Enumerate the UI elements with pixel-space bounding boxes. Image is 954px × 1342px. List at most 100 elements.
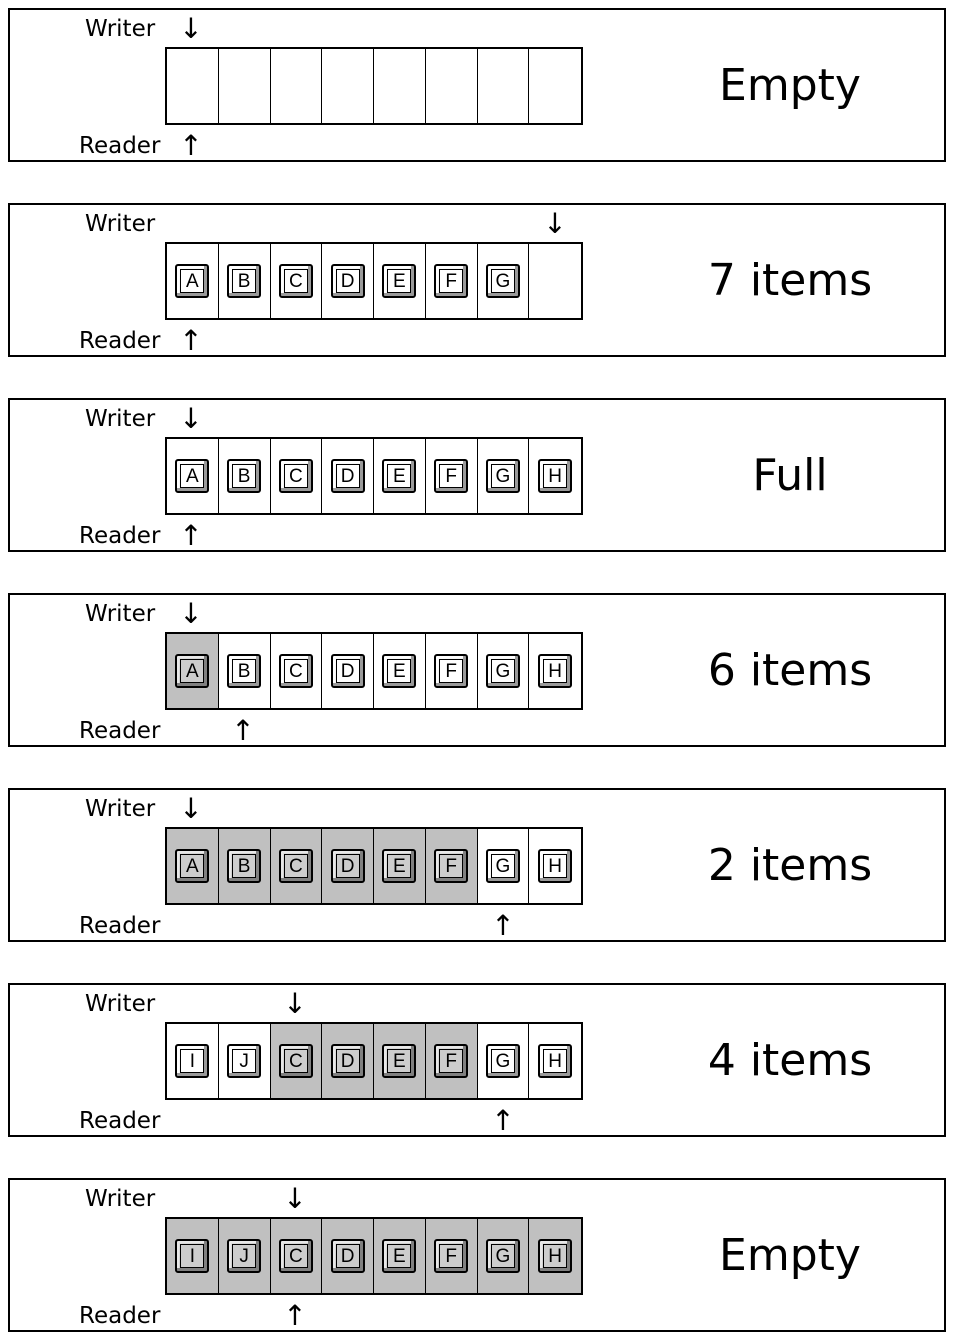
buffer-slot: D	[322, 439, 374, 513]
item-letter: F	[439, 269, 464, 293]
item-key: F	[434, 459, 469, 493]
item-letter: E	[387, 659, 412, 683]
item-letter: D	[335, 854, 360, 878]
item-key: E	[382, 1044, 417, 1078]
item-key: F	[434, 654, 469, 688]
buffer-slot: E	[374, 439, 426, 513]
item-key: C	[278, 654, 313, 688]
item-letter: C	[283, 269, 308, 293]
buffer-slot: A	[167, 829, 219, 903]
item-key: D	[330, 459, 365, 493]
buffer-slot	[529, 49, 581, 123]
item-key: I	[175, 1044, 210, 1078]
buffer-slot	[322, 49, 374, 123]
item-letter: A	[180, 464, 205, 488]
buffer-slot: C	[270, 1024, 323, 1098]
item-letter: B	[232, 464, 257, 488]
item-letter: D	[335, 659, 360, 683]
buffer-slot: A	[167, 244, 219, 318]
reader-pointer-arrow-icon: ↑	[179, 324, 203, 357]
item-letter: C	[283, 659, 308, 683]
buffer-slot: G	[478, 829, 530, 903]
buffer-slot	[167, 49, 219, 123]
buffer-slot: F	[426, 634, 478, 708]
item-letter: H	[543, 854, 568, 878]
buffer-slot: E	[374, 244, 426, 318]
item-letter: G	[490, 1049, 515, 1073]
item-key: H	[538, 654, 573, 688]
buffer-slot: I	[167, 1024, 219, 1098]
writer-pointer-arrow-icon: ↓	[179, 597, 203, 630]
item-letter: E	[387, 464, 412, 488]
item-key: G	[485, 654, 520, 688]
buffer-slot: H	[529, 634, 581, 708]
buffer-slot: F	[425, 829, 478, 903]
buffer-slot: H	[529, 829, 581, 903]
item-key: C	[278, 1239, 313, 1273]
reader-label: Reader	[79, 523, 161, 549]
writer-label: Writer	[85, 406, 156, 432]
buffer-status-label: Full	[752, 450, 828, 501]
item-letter: D	[335, 1244, 360, 1268]
buffer-slot: F	[425, 1024, 478, 1098]
item-key: G	[485, 1239, 520, 1273]
item-letter: J	[232, 1049, 257, 1073]
item-letter: H	[543, 659, 568, 683]
writer-pointer-arrow-icon: ↓	[283, 1182, 307, 1215]
buffer-slot	[478, 49, 530, 123]
buffer-slot: B	[218, 829, 271, 903]
item-letter: F	[439, 854, 464, 878]
item-letter: D	[335, 269, 360, 293]
item-letter: C	[283, 854, 308, 878]
item-letter: B	[232, 269, 257, 293]
reader-pointer-arrow-icon: ↑	[179, 519, 203, 552]
item-key: E	[382, 654, 417, 688]
reader-pointer-arrow-icon: ↑	[491, 909, 515, 942]
item-letter: E	[387, 1049, 412, 1073]
item-letter: G	[490, 269, 515, 293]
item-key: D	[330, 264, 365, 298]
item-key: H	[538, 1044, 573, 1078]
item-key: B	[227, 849, 262, 883]
buffer-slot: F	[426, 244, 478, 318]
item-letter: E	[387, 269, 412, 293]
item-letter: E	[387, 1244, 412, 1268]
buffer-slot	[219, 49, 271, 123]
item-letter: G	[490, 659, 515, 683]
buffer-slot: F	[425, 1219, 478, 1293]
buffer-slot	[374, 49, 426, 123]
buffer-slot: G	[478, 634, 530, 708]
buffer-slot: D	[322, 829, 374, 903]
buffer-slot: D	[322, 1024, 374, 1098]
item-key: F	[434, 264, 469, 298]
item-letter: F	[439, 1244, 464, 1268]
item-key: A	[175, 849, 210, 883]
buffer-slot: D	[322, 1219, 374, 1293]
item-key: B	[227, 654, 262, 688]
buffer-status-label: 4 items	[707, 1035, 873, 1086]
buffer-slot: H	[529, 439, 581, 513]
buffer-status-label: Empty	[719, 1230, 861, 1281]
reader-pointer-arrow-icon: ↑	[283, 1299, 307, 1332]
item-letter: F	[439, 464, 464, 488]
item-key: C	[278, 1044, 313, 1078]
reader-label: Reader	[79, 1303, 161, 1329]
buffer-slot	[529, 244, 581, 318]
writer-pointer-arrow-icon: ↓	[283, 987, 307, 1020]
buffer-slot: A	[167, 634, 219, 708]
buffer-slot: C	[271, 244, 323, 318]
buffer-slot: C	[271, 439, 323, 513]
reader-label: Reader	[79, 913, 161, 939]
buffer-slot: C	[270, 1219, 323, 1293]
reader-pointer-arrow-icon: ↑	[179, 129, 203, 162]
buffer-slot: E	[374, 829, 426, 903]
item-key: B	[227, 459, 262, 493]
buffer-slot: G	[477, 1219, 530, 1293]
buffer-slot: D	[322, 244, 374, 318]
item-key: H	[538, 849, 573, 883]
item-key: F	[434, 849, 469, 883]
